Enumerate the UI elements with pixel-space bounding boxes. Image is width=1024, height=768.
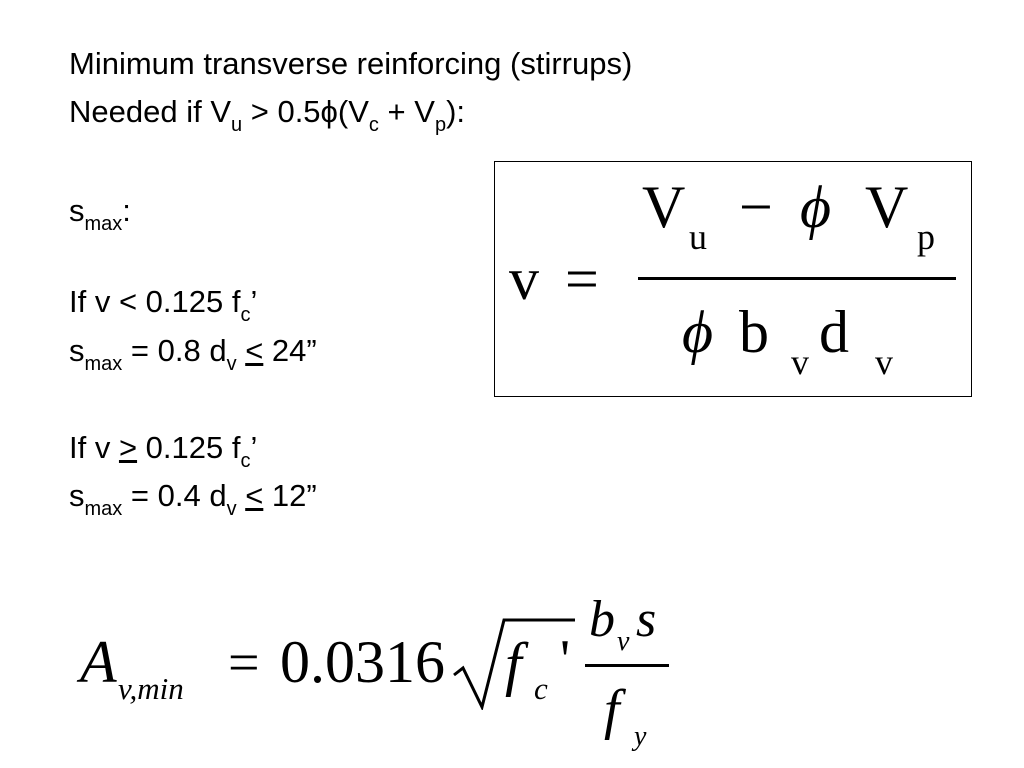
vu-subscript: u bbox=[231, 114, 243, 136]
case2-prime: ’ bbox=[250, 430, 258, 465]
case2-smax-subscript: max bbox=[84, 498, 123, 520]
smax-colon: : bbox=[122, 193, 131, 228]
denominator-bv-subscript: v bbox=[791, 342, 809, 382]
case1-fc-subscript: c bbox=[240, 304, 251, 326]
case2-condition: If v > 0.125 fc’ bbox=[69, 430, 258, 472]
needed-if-text: Needed if V bbox=[69, 94, 231, 129]
av-denominator-fy-subscript: y bbox=[634, 721, 647, 752]
numerator-p-subscript: p bbox=[917, 217, 935, 257]
numerator-phi: ϕ bbox=[800, 174, 832, 240]
smax-label: smax: bbox=[69, 193, 131, 235]
case1-expression: = 0.8 d bbox=[122, 333, 227, 368]
av-prime: ' bbox=[560, 629, 571, 691]
denominator-dv-subscript: v bbox=[875, 342, 893, 382]
av-numerator-bv-subscript: v bbox=[617, 626, 630, 657]
plus-vp-text: + V bbox=[378, 94, 435, 129]
case1-space bbox=[237, 333, 246, 368]
av-subscript: v,min bbox=[118, 673, 184, 704]
case1-smax-subscript: max bbox=[84, 353, 123, 375]
denominator-b: b bbox=[739, 299, 769, 365]
case2-dv-subscript: v bbox=[226, 498, 237, 520]
case1-result: smax = 0.8 dv < 24” bbox=[69, 333, 317, 375]
case2-condition-rest: 0.125 f bbox=[137, 430, 241, 465]
formula-v-fraction-bar bbox=[638, 277, 956, 280]
case1-condition: If v < 0.125 fc’ bbox=[69, 284, 258, 326]
denominator-phi: ϕ bbox=[682, 299, 714, 365]
case1-prime: ’ bbox=[250, 284, 258, 319]
case2-s: s bbox=[69, 478, 85, 513]
case1-dv-subscript: v bbox=[226, 353, 237, 375]
av-coefficient: 0.0316 bbox=[280, 629, 445, 695]
av-equals: = bbox=[228, 632, 260, 694]
shear-stress-formula-box: v = V u − ϕ V p ϕ b v d v bbox=[494, 161, 972, 397]
vc-subscript: c bbox=[368, 114, 379, 136]
av-denominator-f: f bbox=[604, 679, 620, 741]
numerator-u-subscript: u bbox=[689, 217, 707, 257]
vp-subscript: p bbox=[434, 114, 447, 136]
title-text: Minimum transverse reinforcing (stirrups… bbox=[69, 46, 633, 81]
av-fc-subscript: c bbox=[534, 671, 548, 706]
case1-leq-operator: < bbox=[245, 333, 264, 368]
case2-condition-text: If v bbox=[69, 430, 119, 465]
av-numerator-s: s bbox=[636, 591, 657, 648]
square-root-sign bbox=[453, 618, 575, 710]
case1-limit: 24” bbox=[263, 333, 317, 368]
numerator-V2: V bbox=[865, 174, 909, 240]
condition-text: > 0.5ϕ(V bbox=[242, 94, 369, 129]
av-numerator-b: b bbox=[589, 591, 615, 648]
smax-s: s bbox=[69, 193, 85, 228]
closing-paren: ): bbox=[446, 94, 465, 129]
denominator-d: d bbox=[819, 299, 849, 365]
slide-title-line2: Needed if Vu > 0.5ϕ(Vc + Vp): bbox=[69, 94, 465, 136]
smax-subscript: max bbox=[84, 213, 123, 235]
av-A: A bbox=[80, 629, 117, 695]
case2-limit: 12” bbox=[263, 478, 317, 513]
case1-condition-text: If v < 0.125 f bbox=[69, 284, 241, 319]
case2-space bbox=[237, 478, 246, 513]
numerator-minus: − bbox=[739, 174, 773, 240]
av-fraction-bar bbox=[585, 664, 669, 667]
case2-expression: = 0.4 d bbox=[122, 478, 227, 513]
formula-v-equals: = bbox=[565, 246, 599, 312]
case1-s: s bbox=[69, 333, 85, 368]
case2-geq-operator: > bbox=[118, 430, 138, 465]
formula-v-lhs: v bbox=[509, 246, 539, 312]
av-f: f bbox=[505, 631, 522, 697]
slide-title-line1: Minimum transverse reinforcing (stirrups… bbox=[69, 46, 632, 82]
case2-result: smax = 0.4 dv < 12” bbox=[69, 478, 317, 520]
case2-leq-operator: < bbox=[245, 478, 264, 513]
av-subscript-text: v,min bbox=[118, 671, 184, 706]
numerator-V: V bbox=[642, 174, 686, 240]
case2-fc-subscript: c bbox=[240, 450, 251, 472]
